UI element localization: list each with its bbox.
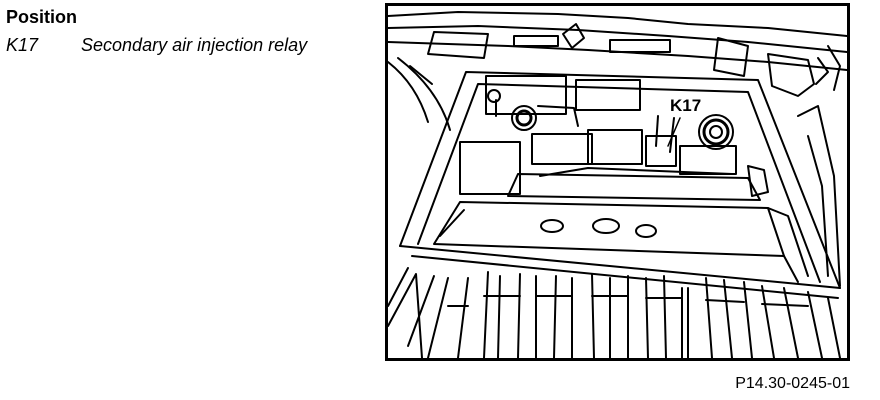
callout-k17-label: K17 xyxy=(670,96,702,115)
engine-compartment-drawing xyxy=(388,11,847,358)
component-illustration: K17 xyxy=(385,3,850,361)
legend-description: Secondary air injection relay xyxy=(81,35,308,55)
legend-heading: Position xyxy=(6,7,77,27)
figure-id: P14.30-0245-01 xyxy=(735,375,850,392)
legend-code: K17 xyxy=(6,35,39,55)
legend-row: K17 Secondary air injection relay xyxy=(6,34,307,56)
